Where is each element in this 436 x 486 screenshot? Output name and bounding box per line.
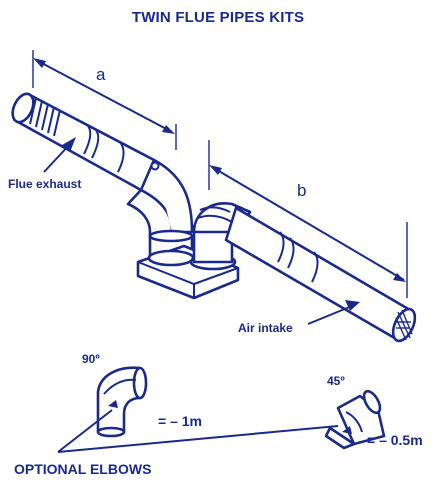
elbow-90-value: = – 1m [158, 413, 202, 429]
air-intake-label: Air intake [238, 321, 293, 335]
elbow-90: 90º = – 1m [82, 352, 202, 438]
dimension-b: b [208, 140, 408, 298]
diagram-title: TWIN FLUE PIPES KITS [132, 9, 304, 26]
elbow-45-value: = – 0.5m [367, 432, 423, 448]
flue-exhaust-label: Flue exhaust [8, 177, 81, 191]
intake-pipe [192, 202, 417, 343]
optional-elbows-label: OPTIONAL ELBOWS [14, 461, 151, 477]
base-plate [136, 244, 240, 300]
air-intake-callout: Air intake [238, 300, 360, 335]
elbow-45: 45º = – 0.5m [324, 374, 423, 450]
angle-90-label: 90º [82, 352, 100, 366]
exhaust-pipe [11, 92, 194, 262]
angle-45-label: 45º [327, 374, 345, 388]
optional-elbows-callout: OPTIONAL ELBOWS [14, 409, 339, 477]
dimension-a-label: a [96, 65, 106, 84]
flue-exhaust-callout: Flue exhaust [8, 137, 81, 191]
dimension-b-label: b [297, 181, 306, 200]
dimension-a: a [32, 50, 177, 150]
